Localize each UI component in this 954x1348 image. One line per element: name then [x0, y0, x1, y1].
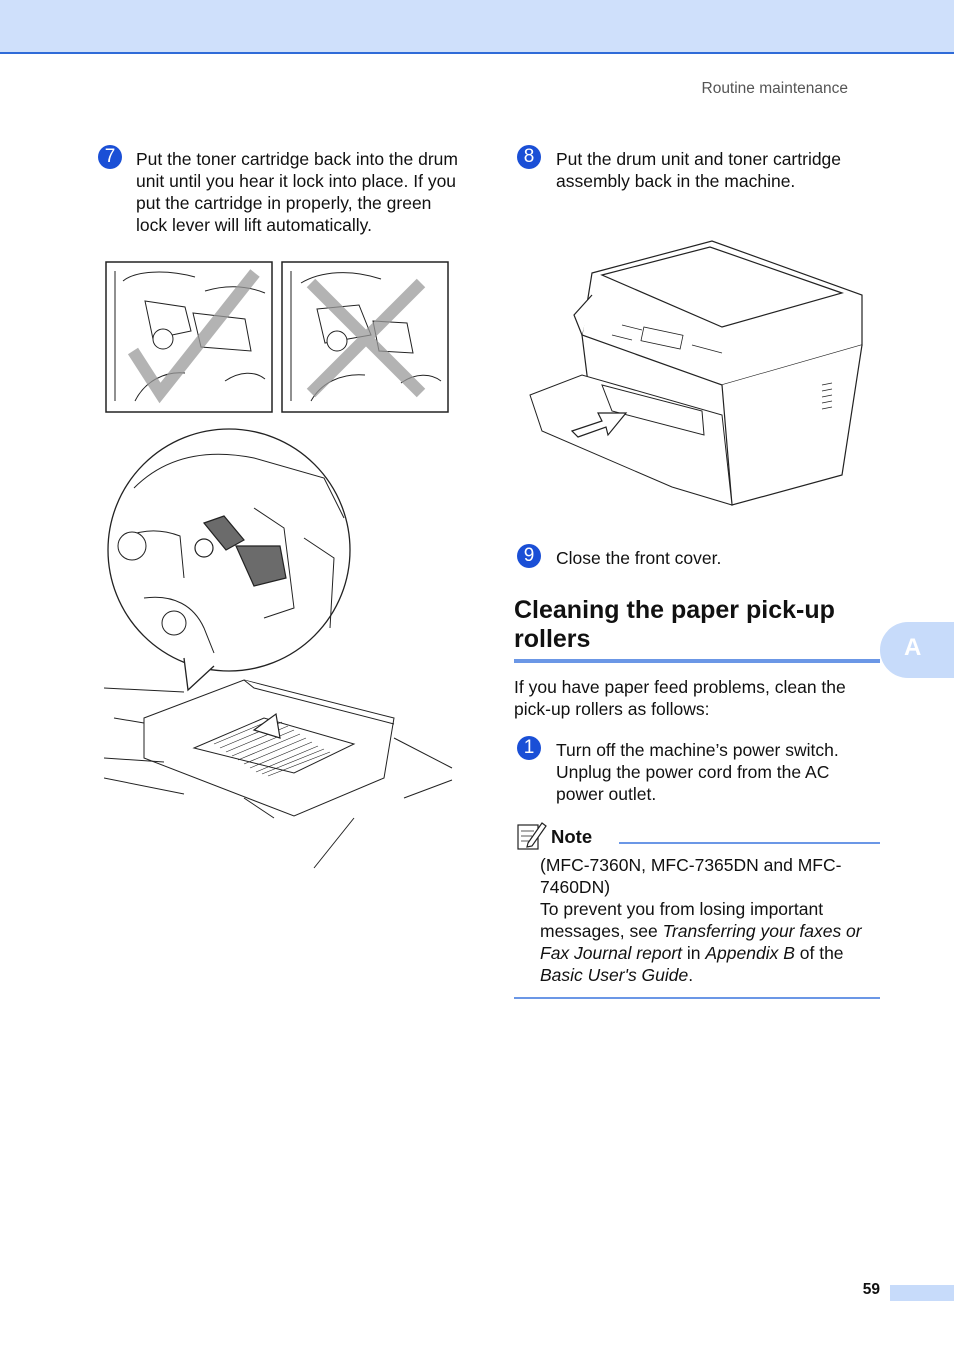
note-ref-title: Transferring your faxes or Fax Journal r…	[540, 921, 862, 963]
note-label: Note	[551, 826, 593, 847]
note-models: (MFC-7360N, MFC-7365DN and MFC-7460DN)	[540, 855, 842, 897]
drum-toner-assembly-illustration	[104, 428, 453, 869]
step-1-badge: 1	[517, 736, 541, 760]
step-1-text: Turn off the machine’s power switch. Unp…	[556, 740, 839, 804]
note-ref-appendix: Appendix B	[705, 943, 795, 963]
appendix-letter: A	[904, 634, 922, 661]
running-head: Routine maintenance	[701, 80, 849, 97]
note-pencil-icon	[517, 822, 547, 850]
footer-tab	[890, 1285, 954, 1301]
step-7-badge: 7	[98, 145, 122, 169]
step-7-text: Put the toner cartridge back into the dr…	[136, 149, 458, 235]
section-heading: Cleaning the paper pick-up rollers	[514, 596, 835, 653]
note-bottom-rule	[514, 997, 880, 999]
note-ref-guide: Basic User's Guide	[540, 965, 689, 985]
cross-mark-icon	[306, 278, 426, 398]
step-9-text: Close the front cover.	[556, 548, 722, 568]
step-9-badge: 9	[517, 544, 541, 568]
note-text: To prevent you from losing important mes…	[540, 899, 862, 985]
printer-reinsert-drum-illustration	[529, 240, 863, 506]
check-mark-icon	[127, 269, 260, 404]
header-band	[0, 0, 954, 54]
correct-lever-illustration	[105, 261, 273, 413]
section-intro: If you have paper feed problems, clean t…	[514, 677, 846, 719]
step-8-text: Put the drum unit and toner cartridge as…	[556, 149, 842, 191]
arrow-icon	[252, 712, 281, 739]
insert-arrow-icon	[570, 412, 628, 438]
section-heading-rule	[514, 659, 880, 663]
page-number: 59	[862, 1281, 880, 1298]
incorrect-lever-illustration	[281, 261, 449, 413]
appendix-tab: A	[880, 622, 954, 678]
note-top-rule	[619, 842, 880, 844]
note-body: (MFC-7360N, MFC-7365DN and MFC-7460DN) T…	[540, 854, 885, 986]
step-8-badge: 8	[517, 145, 541, 169]
